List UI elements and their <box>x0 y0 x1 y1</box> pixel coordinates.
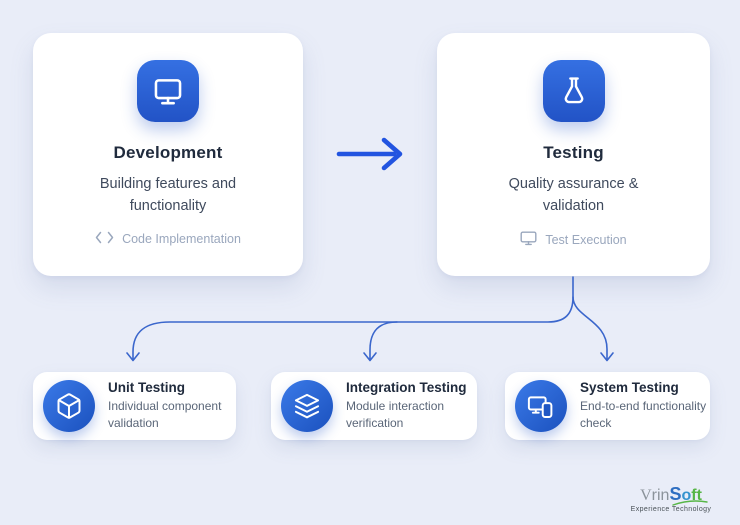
logo-tagline: Experience Technology <box>630 506 712 513</box>
integration-testing-title: Integration Testing <box>346 380 467 396</box>
unit-testing-text: Unit Testing Individual component valida… <box>108 380 236 432</box>
development-footer-label: Code Implementation <box>122 231 241 246</box>
testing-footer-label: Test Execution <box>545 232 627 247</box>
logo-letters-rin: rin <box>651 487 670 504</box>
small-monitor-icon <box>520 231 537 249</box>
layers-icon <box>281 380 333 432</box>
development-title: Development <box>113 143 223 162</box>
arrowhead-left <box>126 352 140 362</box>
testing-title: Testing <box>543 143 604 162</box>
testing-card: Testing Quality assurance & validation T… <box>437 33 710 276</box>
system-testing-card: System Testing End-to-end functionality … <box>505 372 710 440</box>
arrowhead-right <box>600 352 614 362</box>
vrinsoft-logo-wordmark: VrinSoft <box>640 484 708 506</box>
logo-letters-ft: ft <box>691 487 702 504</box>
integration-testing-description: Module interaction verification <box>346 399 445 430</box>
testing-subtitle: Quality assurance & validation <box>508 176 639 214</box>
system-testing-description: End-to-end functionality check <box>580 399 707 430</box>
logo-letter-s: S <box>669 484 682 504</box>
development-footer: Code Implementation <box>95 231 241 247</box>
unit-testing-title: Unit Testing <box>108 380 185 396</box>
system-testing-text: System Testing End-to-end functionality … <box>580 380 710 432</box>
monitor-icon <box>137 60 199 122</box>
devices-icon <box>515 380 567 432</box>
flask-icon <box>542 60 605 122</box>
development-card: Development Building features and functi… <box>33 33 303 276</box>
logo-letter-v: V <box>640 487 652 504</box>
unit-testing-card: Unit Testing Individual component valida… <box>33 372 236 440</box>
integration-testing-text: Integration Testing Module interaction v… <box>346 380 477 432</box>
logo-swoosh-icon <box>672 500 708 506</box>
flow-arrow-icon <box>336 137 403 171</box>
arrowhead-middle <box>363 352 377 362</box>
cube-icon <box>43 380 95 432</box>
vrinsoft-logo: VrinSoft Experience Technology <box>616 484 726 513</box>
integration-testing-card: Integration Testing Module interaction v… <box>271 372 477 440</box>
development-card-content: Development Building features and functi… <box>33 33 303 276</box>
unit-testing-description: Individual component validation <box>108 399 222 430</box>
code-brackets-icon <box>95 231 114 247</box>
logo-globe-o: o <box>681 487 692 504</box>
system-testing-title: System Testing <box>580 380 679 396</box>
testing-footer: Test Execution <box>520 231 627 249</box>
development-subtitle: Building features and functionality <box>99 176 237 214</box>
testing-card-content: Testing Quality assurance & validation T… <box>437 33 710 276</box>
